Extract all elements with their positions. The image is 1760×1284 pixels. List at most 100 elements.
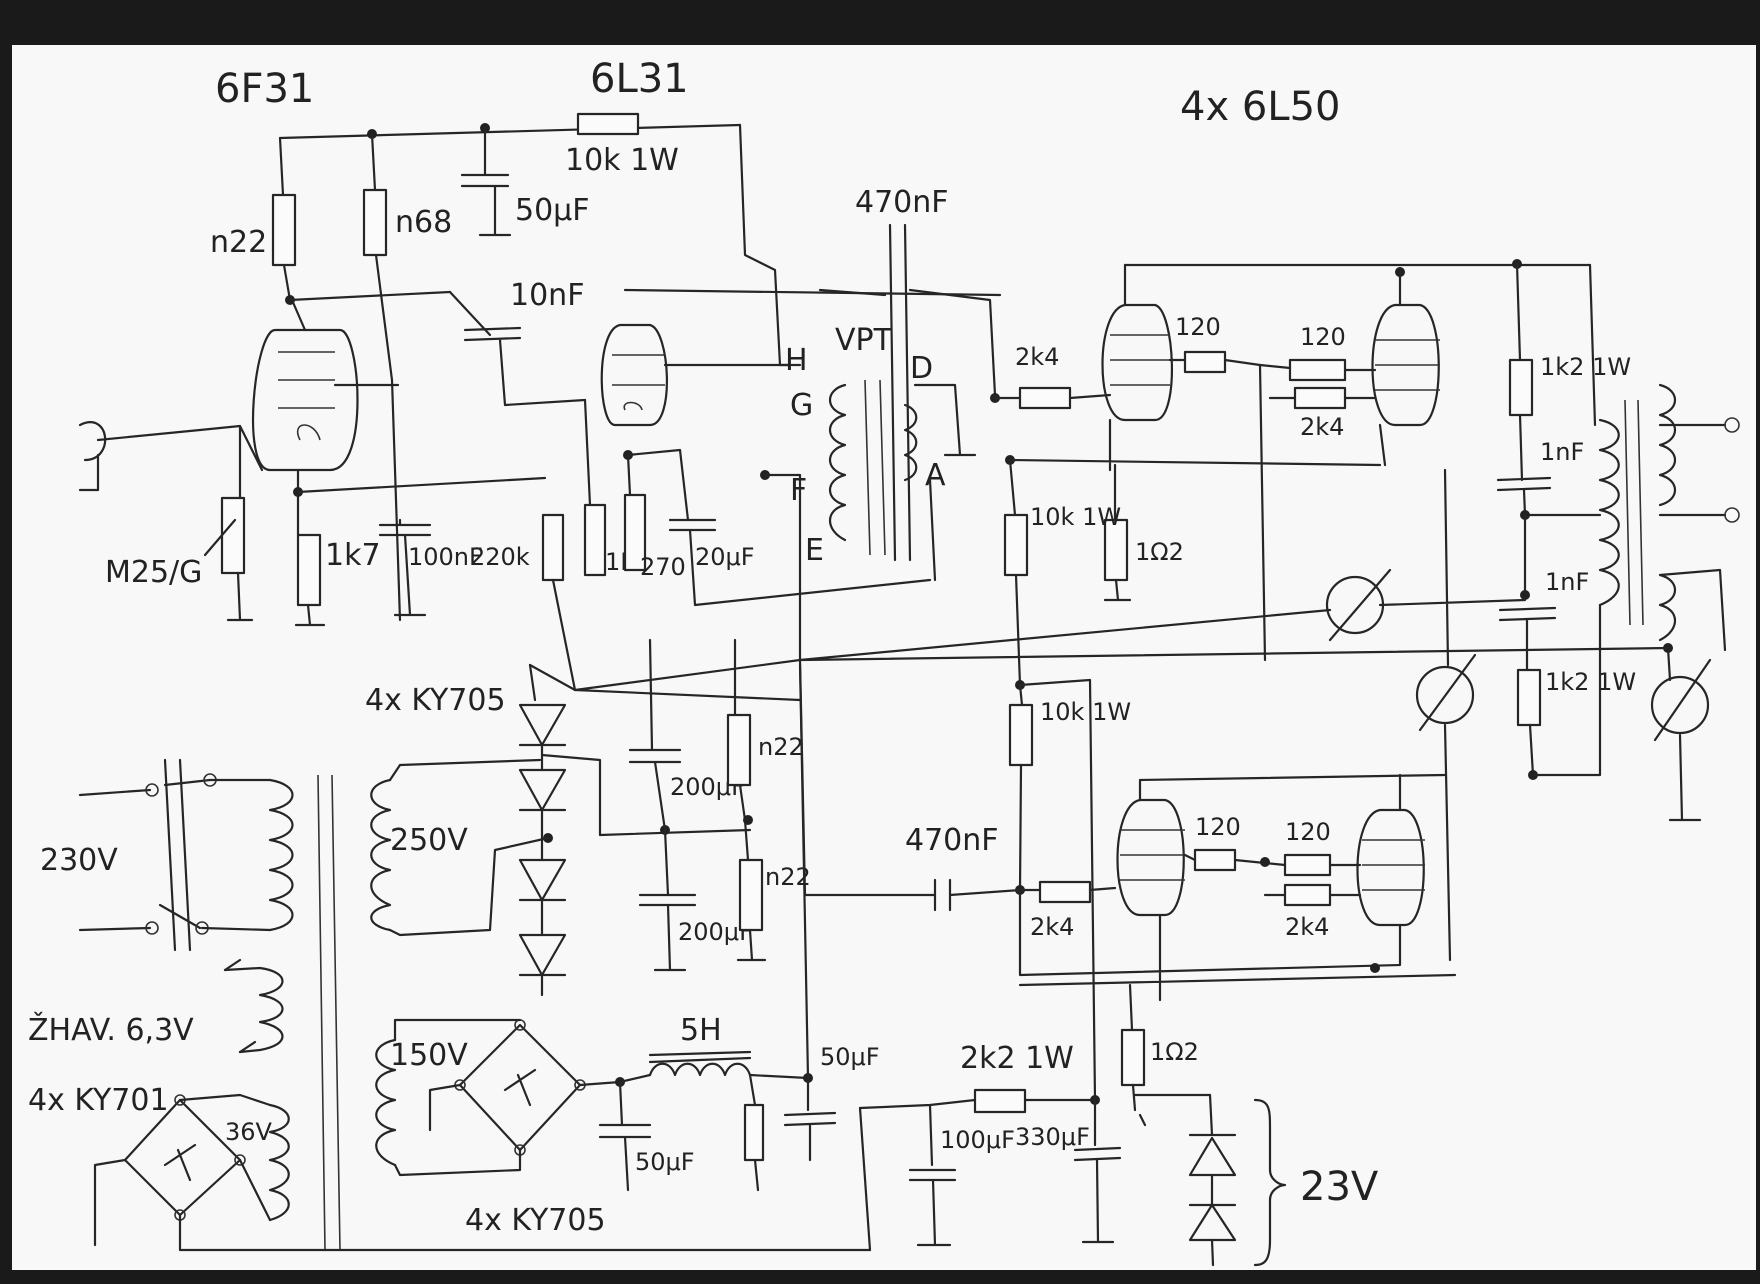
resistor-bleeder bbox=[743, 1103, 765, 1162]
label-1k2-1w-a: 1k2 1W bbox=[1540, 353, 1631, 381]
label-230v: 230V bbox=[40, 843, 118, 878]
label-1r2-a: 1Ω2 bbox=[1135, 538, 1184, 566]
potentiometer-m25g bbox=[220, 496, 246, 575]
label-330uf: 330μF bbox=[1015, 1123, 1090, 1151]
resistor-n22-c bbox=[738, 858, 764, 932]
label-36v: 36V bbox=[225, 1118, 273, 1146]
resistor-n22 bbox=[271, 193, 297, 267]
label-4xky705-bot: 4x KY705 bbox=[465, 1203, 606, 1238]
label-4xky701: 4x KY701 bbox=[28, 1083, 169, 1118]
label-tube-6f31: 6F31 bbox=[215, 66, 314, 112]
label-120-c: 120 bbox=[1195, 813, 1241, 841]
label-tap-e: E bbox=[805, 533, 824, 568]
resistor-n22-b bbox=[726, 713, 752, 787]
label-4xky705-top: 4x KY705 bbox=[365, 683, 506, 718]
tube-6l50-2 bbox=[1371, 303, 1440, 427]
resistor-2k4-d bbox=[1283, 883, 1332, 907]
label-tap-a: A bbox=[925, 458, 946, 493]
resistor-1r2-b bbox=[1120, 1028, 1146, 1087]
resistor-1k7 bbox=[296, 533, 322, 607]
label-1nf-b: 1nF bbox=[1545, 568, 1589, 596]
label-m25g: M25/G bbox=[105, 555, 202, 590]
resistor-120-c bbox=[1193, 848, 1237, 872]
paper bbox=[12, 45, 1756, 1270]
label-100uf: 100μF bbox=[940, 1126, 1015, 1154]
label-2k4-c: 2k4 bbox=[1030, 913, 1074, 941]
label-1k2-1w-b: 1k2 1W bbox=[1545, 668, 1636, 696]
label-270: 270 bbox=[640, 553, 686, 581]
transformer-vpt bbox=[828, 383, 847, 542]
label-120-a: 120 bbox=[1175, 313, 1221, 341]
label-470nf-bot: 470nF bbox=[905, 823, 999, 858]
label-10k-1w-b: 10k 1W bbox=[1040, 698, 1131, 726]
meter-mid bbox=[1415, 665, 1475, 725]
label-470nf-top: 470nF bbox=[855, 185, 949, 220]
label-1nf-a: 1nF bbox=[1540, 438, 1584, 466]
label-220k: 220k bbox=[470, 543, 530, 571]
resistor-2k4-c bbox=[1038, 880, 1092, 904]
label-100nf: 100nF bbox=[408, 543, 483, 571]
tube-6l31 bbox=[600, 323, 668, 427]
label-10k-1w: 10k 1W bbox=[565, 143, 679, 178]
label-2k4-d: 2k4 bbox=[1285, 913, 1329, 941]
mains-terminal-1 bbox=[145, 783, 159, 797]
label-250v: 250V bbox=[390, 823, 468, 858]
resistor-120-d bbox=[1283, 853, 1332, 877]
resistor-10k-1w-b bbox=[1008, 703, 1034, 767]
mains-switch bbox=[158, 758, 212, 952]
tube-6l50-1 bbox=[1101, 303, 1174, 422]
transformer-150v bbox=[375, 1038, 397, 1167]
label-150v: 150V bbox=[390, 1038, 468, 1073]
label-2k4-b: 2k4 bbox=[1300, 413, 1344, 441]
label-vpt: VPT bbox=[835, 323, 893, 358]
resistor-1k2-1w-b bbox=[1516, 668, 1542, 727]
meter-right bbox=[1650, 675, 1710, 735]
output-transformer bbox=[1598, 418, 1620, 607]
label-1k7: 1k7 bbox=[325, 538, 381, 573]
label-zhav: ŽHAV. 6,3V bbox=[28, 1012, 194, 1048]
mains-terminal-2 bbox=[145, 921, 159, 935]
label-120-b: 120 bbox=[1300, 323, 1346, 351]
transformer-250v bbox=[370, 778, 392, 932]
label-tap-f: F bbox=[790, 473, 807, 508]
label-5h: 5H bbox=[680, 1013, 722, 1048]
label-23v: 23V bbox=[1300, 1164, 1379, 1210]
label-2k2-1w: 2k2 1W bbox=[960, 1041, 1074, 1076]
label-2k4-a: 2k4 bbox=[1015, 343, 1059, 371]
label-c-50uf-top: 50μF bbox=[515, 193, 590, 228]
label-n68: n68 bbox=[395, 205, 452, 240]
speaker-terminal-1 bbox=[1724, 417, 1740, 433]
resistor-10k-1w bbox=[576, 112, 640, 136]
transformer-primary bbox=[268, 778, 294, 932]
resistor-270 bbox=[623, 493, 647, 572]
label-20uf: 20μF bbox=[695, 543, 755, 571]
resistor-n68 bbox=[362, 188, 388, 257]
resistor-120-b bbox=[1288, 358, 1347, 382]
label-n22-b: n22 bbox=[758, 733, 804, 761]
tube-6l50-3 bbox=[1116, 798, 1185, 917]
label-c-50uf-a: 50μF bbox=[635, 1148, 695, 1176]
label-10k-1w-a: 10k 1W bbox=[1030, 503, 1121, 531]
label-1r2-b: 1Ω2 bbox=[1150, 1038, 1199, 1066]
label-tap-g: G bbox=[790, 388, 813, 423]
resistor-2k4-a bbox=[1018, 386, 1072, 410]
brace-23v bbox=[1253, 1098, 1287, 1267]
label-tubes-6l50: 4x 6L50 bbox=[1180, 84, 1340, 130]
resistor-120-a bbox=[1183, 350, 1227, 374]
resistor-220k bbox=[541, 513, 565, 582]
resistor-10k-1w-a bbox=[1003, 513, 1029, 577]
label-n22: n22 bbox=[210, 225, 267, 260]
speaker-terminal-2 bbox=[1724, 507, 1740, 523]
label-120-d: 120 bbox=[1285, 818, 1331, 846]
tube-6l50-4 bbox=[1356, 808, 1425, 927]
resistor-2k4-b bbox=[1293, 386, 1347, 410]
resistor-1k2-1w-a bbox=[1508, 358, 1534, 417]
choke-5h bbox=[648, 1050, 752, 1077]
label-tap-h: H bbox=[785, 343, 808, 378]
input-jack bbox=[78, 421, 202, 492]
resistor-2k2-1w bbox=[973, 1088, 1027, 1114]
tube-6f31 bbox=[251, 328, 359, 472]
label-tap-d: D bbox=[910, 351, 933, 386]
